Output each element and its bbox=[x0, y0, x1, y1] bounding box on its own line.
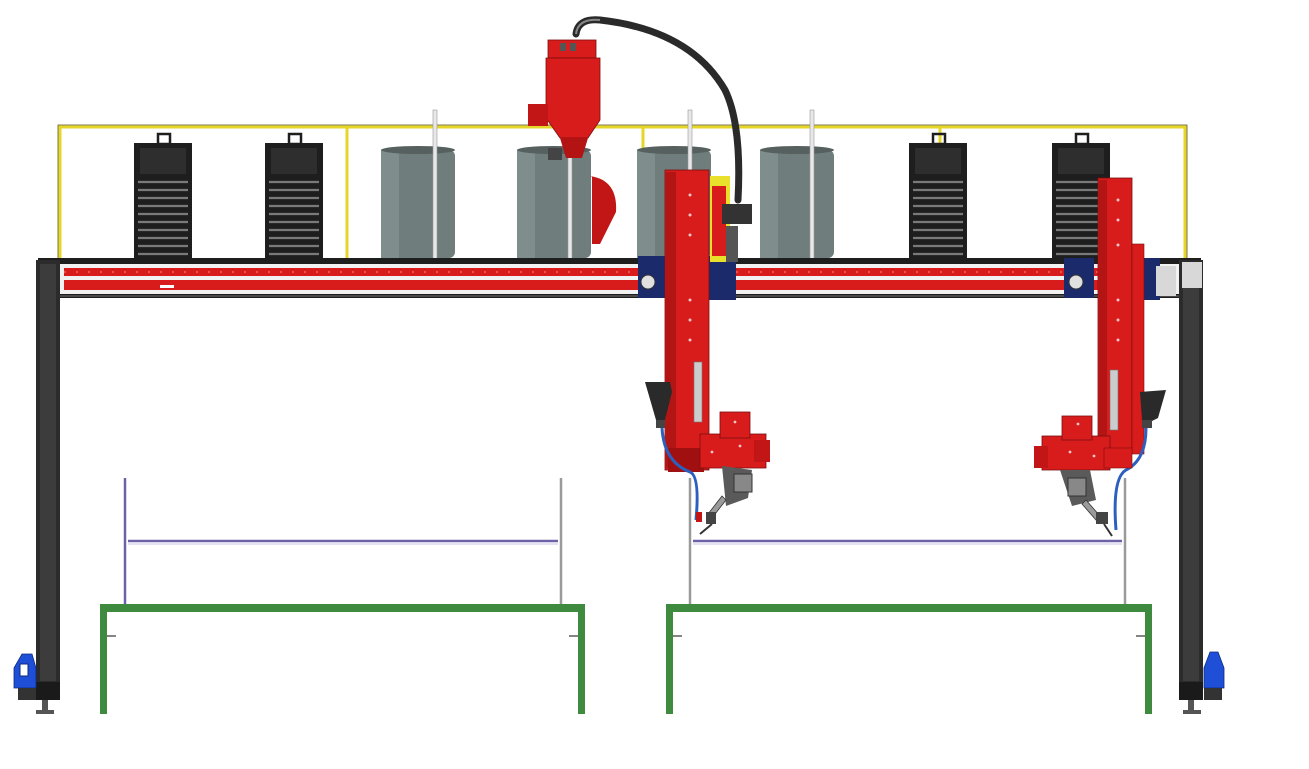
left-work-fixture bbox=[123, 478, 563, 605]
wire-drum-1 bbox=[381, 109, 455, 261]
left-work-table bbox=[100, 604, 585, 714]
left-carriage bbox=[638, 176, 752, 300]
right-work-fixture bbox=[688, 478, 1127, 605]
left-drive-motor bbox=[13, 653, 37, 700]
welder-power-source-2 bbox=[265, 132, 323, 260]
right-column bbox=[1179, 260, 1203, 714]
right-robotic-welding-arm bbox=[1034, 415, 1133, 537]
left-welding-hose bbox=[660, 427, 699, 521]
left-column bbox=[36, 260, 60, 714]
right-carriage bbox=[1064, 258, 1176, 300]
left-vertical-mast bbox=[664, 169, 710, 472]
cable-connector bbox=[575, 18, 601, 35]
welder-power-source-1 bbox=[134, 132, 192, 260]
right-drive-motor bbox=[1203, 651, 1225, 700]
right-welding-hose bbox=[1113, 427, 1148, 531]
fume-extractor-unit bbox=[528, 39, 617, 244]
safety-guard-rail-outline bbox=[57, 124, 1188, 262]
gantry-main-beam bbox=[38, 258, 1201, 298]
left-robotic-welding-arm bbox=[696, 411, 770, 535]
right-work-table bbox=[666, 604, 1152, 714]
right-wire-feeder-funnel bbox=[1140, 390, 1166, 428]
welder-power-source-3 bbox=[909, 132, 967, 260]
wire-drum-2 bbox=[517, 109, 591, 261]
left-wire-feeder-funnel bbox=[645, 382, 672, 428]
